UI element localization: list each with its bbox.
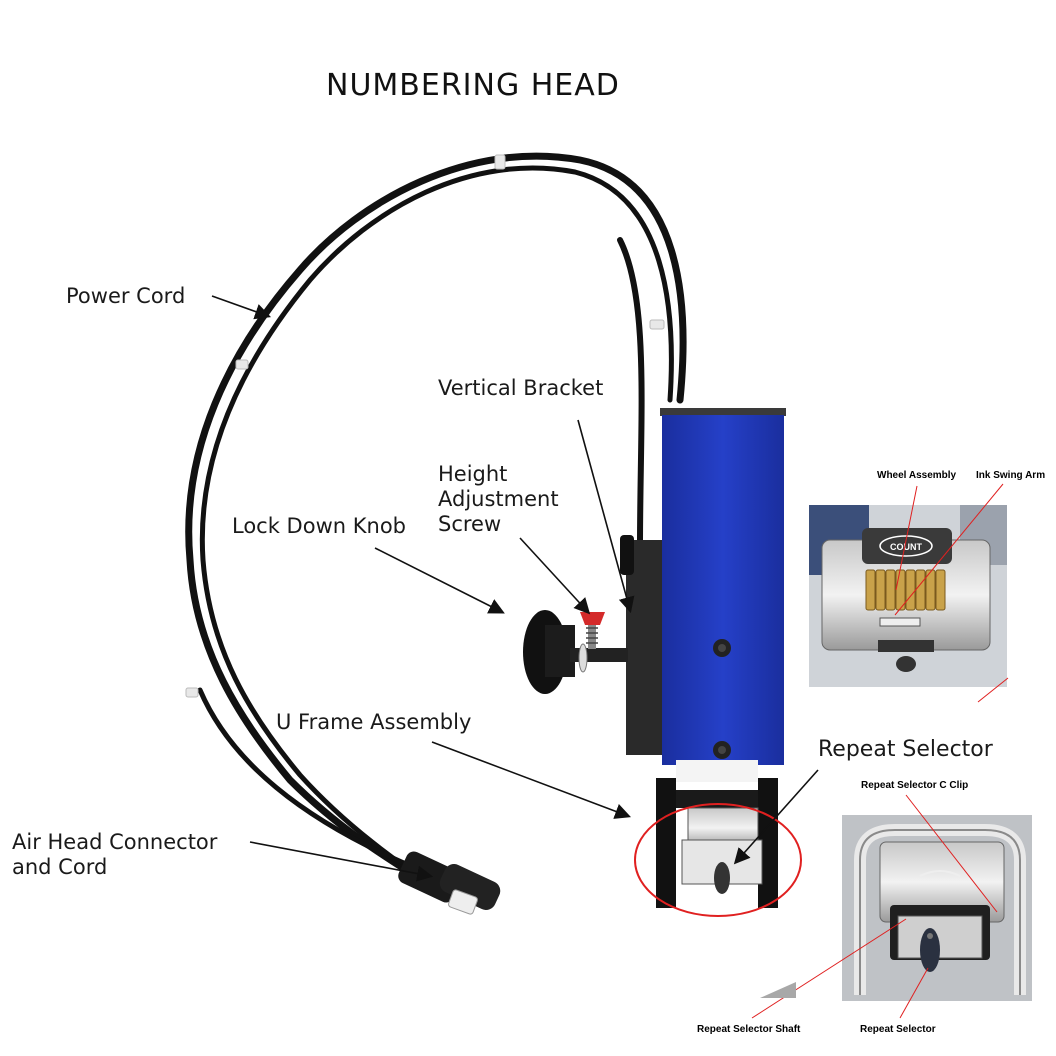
label-u-frame-assembly: U Frame Assembly	[276, 710, 472, 734]
leader-lines	[211, 295, 819, 882]
label-repeat-selector-inset: Repeat Selector	[860, 1024, 936, 1035]
vertical-bracket	[626, 540, 664, 755]
label-repeat-selector: Repeat Selector	[818, 737, 993, 762]
inset-brand-text: COUNT	[890, 542, 922, 552]
inset-top-leaders	[894, 483, 1009, 703]
label-repeat-selector-c-clip: Repeat Selector C Clip	[861, 780, 969, 791]
cable-ties	[185, 154, 665, 698]
repeat-selector-highlight	[634, 803, 802, 917]
height-adjustment-screw	[580, 612, 605, 649]
label-lock-down-knob: Lock Down Knob	[232, 514, 406, 538]
inset-bottom-leaders	[751, 794, 998, 1019]
diagram-title: NUMBERING HEAD	[326, 68, 620, 103]
label-wheel-assembly: Wheel Assembly	[877, 470, 957, 481]
shadow-wedge	[760, 982, 796, 998]
air-head-connector	[398, 851, 501, 915]
blue-housing	[660, 408, 786, 765]
label-repeat-selector-shaft: Repeat Selector Shaft	[697, 1024, 801, 1035]
label-ink-swing-arm: Ink Swing Arm	[976, 470, 1046, 481]
label-height-adjustment-screw: Height Adjustment Screw	[438, 462, 559, 536]
inset-photo-wheel-assembly	[809, 505, 1007, 687]
lock-down-knob	[523, 610, 628, 694]
label-vertical-bracket: Vertical Bracket	[438, 376, 604, 400]
power-cord	[185, 152, 687, 893]
u-frame-assembly	[656, 760, 778, 908]
label-air-head-connector: Air Head Connector and Cord	[12, 830, 218, 879]
label-power-cord: Power Cord	[66, 284, 186, 308]
inset-photo-repeat-selector	[842, 815, 1032, 1001]
